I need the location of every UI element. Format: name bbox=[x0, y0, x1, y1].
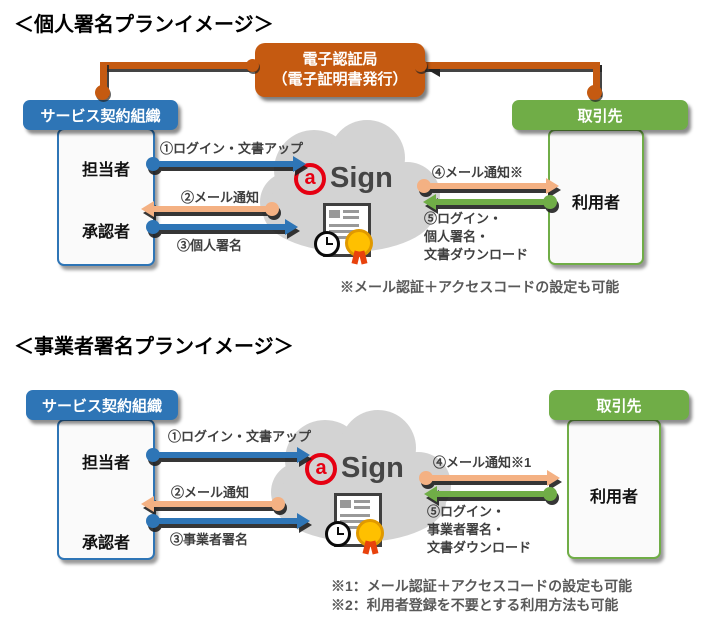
asign-logo: a Sign bbox=[294, 162, 393, 195]
arrow-personal-sign bbox=[146, 219, 298, 235]
arrow-login-download bbox=[423, 194, 557, 210]
org-box-torihikisaki: 取引先 bbox=[512, 100, 688, 130]
connector-left-horizontal bbox=[104, 62, 258, 69]
arrow-label-2: ②メール通知 bbox=[181, 190, 260, 205]
arrow-mail-notify-left bbox=[141, 496, 285, 512]
signed-document-icon bbox=[325, 493, 385, 551]
arrow-mail-notify-right bbox=[419, 470, 560, 486]
arrow-label-5: ⑤ログイン・ 事業者署名・ 文書ダウンロード bbox=[427, 504, 532, 555]
arrow-label-4: ④メール通知※ bbox=[432, 165, 524, 180]
arrow-login-download bbox=[424, 486, 557, 502]
arrow-label-1: ①ログイン・文書アップ bbox=[168, 429, 312, 444]
clock-icon bbox=[325, 521, 351, 547]
asign-logo-text: Sign bbox=[341, 452, 404, 484]
diagram2-note-2: ※2：利用者登録を不要とする利用方法も可能 bbox=[331, 597, 619, 613]
org-box-label: 取引先 bbox=[577, 107, 623, 125]
role-riyousha: 利用者 bbox=[571, 195, 620, 212]
arrow-label-4: ④メール通知※1 bbox=[433, 455, 532, 470]
members-box-right: 利用者 bbox=[548, 129, 644, 265]
arrow-label-3: ③事業者署名 bbox=[170, 532, 249, 547]
connector-dot bbox=[246, 59, 259, 72]
diagram1-title: ＜個人署名プランイメージ＞ bbox=[14, 14, 274, 36]
ca-box-line1: 電子認証局 bbox=[302, 51, 378, 68]
medal-seal-icon bbox=[356, 519, 384, 547]
connector-dot bbox=[587, 85, 602, 100]
arrow-mail-notify-right bbox=[417, 178, 559, 194]
arrow-login-upload bbox=[146, 156, 306, 172]
role-shouninsha: 承認者 bbox=[81, 535, 130, 552]
members-box-right: 利用者 bbox=[567, 419, 661, 559]
diagram2-note-1: ※1：メール認証＋アクセスコードの設定も可能 bbox=[331, 578, 633, 594]
asign-logo: a Sign bbox=[305, 452, 404, 485]
connector-right-horizontal bbox=[422, 62, 600, 69]
members-box-left: 担当者 承認者 bbox=[57, 419, 155, 560]
ca-box-line2: （電子証明書発行） bbox=[272, 71, 408, 88]
org-box-label: サービス契約組織 bbox=[40, 107, 161, 125]
org-box-torihikisaki: 取引先 bbox=[549, 390, 689, 420]
certificate-authority-box: 電子認証局 （電子証明書発行） bbox=[255, 43, 425, 97]
arrow-label-3: ③個人署名 bbox=[177, 238, 243, 253]
arrow-login-upload bbox=[146, 447, 310, 463]
asign-logo-text: Sign bbox=[330, 162, 393, 194]
org-box-label: サービス契約組織 bbox=[41, 397, 162, 415]
medal-seal-icon bbox=[345, 229, 373, 257]
diagram1-note: ※メール認証＋アクセスコードの設定も可能 bbox=[340, 279, 620, 295]
asign-at-mark-icon: a bbox=[294, 162, 326, 195]
signed-document-icon bbox=[314, 203, 374, 261]
connector-left-vertical bbox=[100, 62, 107, 94]
role-riyousha: 利用者 bbox=[589, 489, 638, 506]
arrow-label-5: ⑤ログイン・ 個人署名・ 文書ダウンロード bbox=[424, 211, 529, 262]
arrow-label-1: ①ログイン・文書アップ bbox=[160, 141, 304, 156]
connector-dot bbox=[414, 59, 427, 72]
arrow-mail-notify-left bbox=[141, 201, 279, 217]
org-box-label: 取引先 bbox=[596, 397, 642, 415]
asign-at-mark-icon: a bbox=[305, 452, 337, 485]
clock-icon bbox=[314, 231, 340, 257]
org-box-service-org: サービス契約組織 bbox=[26, 390, 178, 420]
diagram2-title: ＜事業者署名プランイメージ＞ bbox=[14, 336, 294, 358]
role-tantousha: 担当者 bbox=[81, 455, 130, 472]
connector-right-vertical bbox=[593, 62, 600, 94]
role-tantousha: 担当者 bbox=[81, 162, 130, 179]
connector-dot bbox=[95, 85, 110, 100]
arrow-label-2: ②メール通知 bbox=[171, 485, 250, 500]
members-box-left: 担当者 承認者 bbox=[57, 128, 155, 266]
role-shouninsha: 承認者 bbox=[81, 224, 130, 241]
arrow-business-sign bbox=[146, 513, 310, 529]
org-box-service-org: サービス契約組織 bbox=[23, 100, 178, 130]
